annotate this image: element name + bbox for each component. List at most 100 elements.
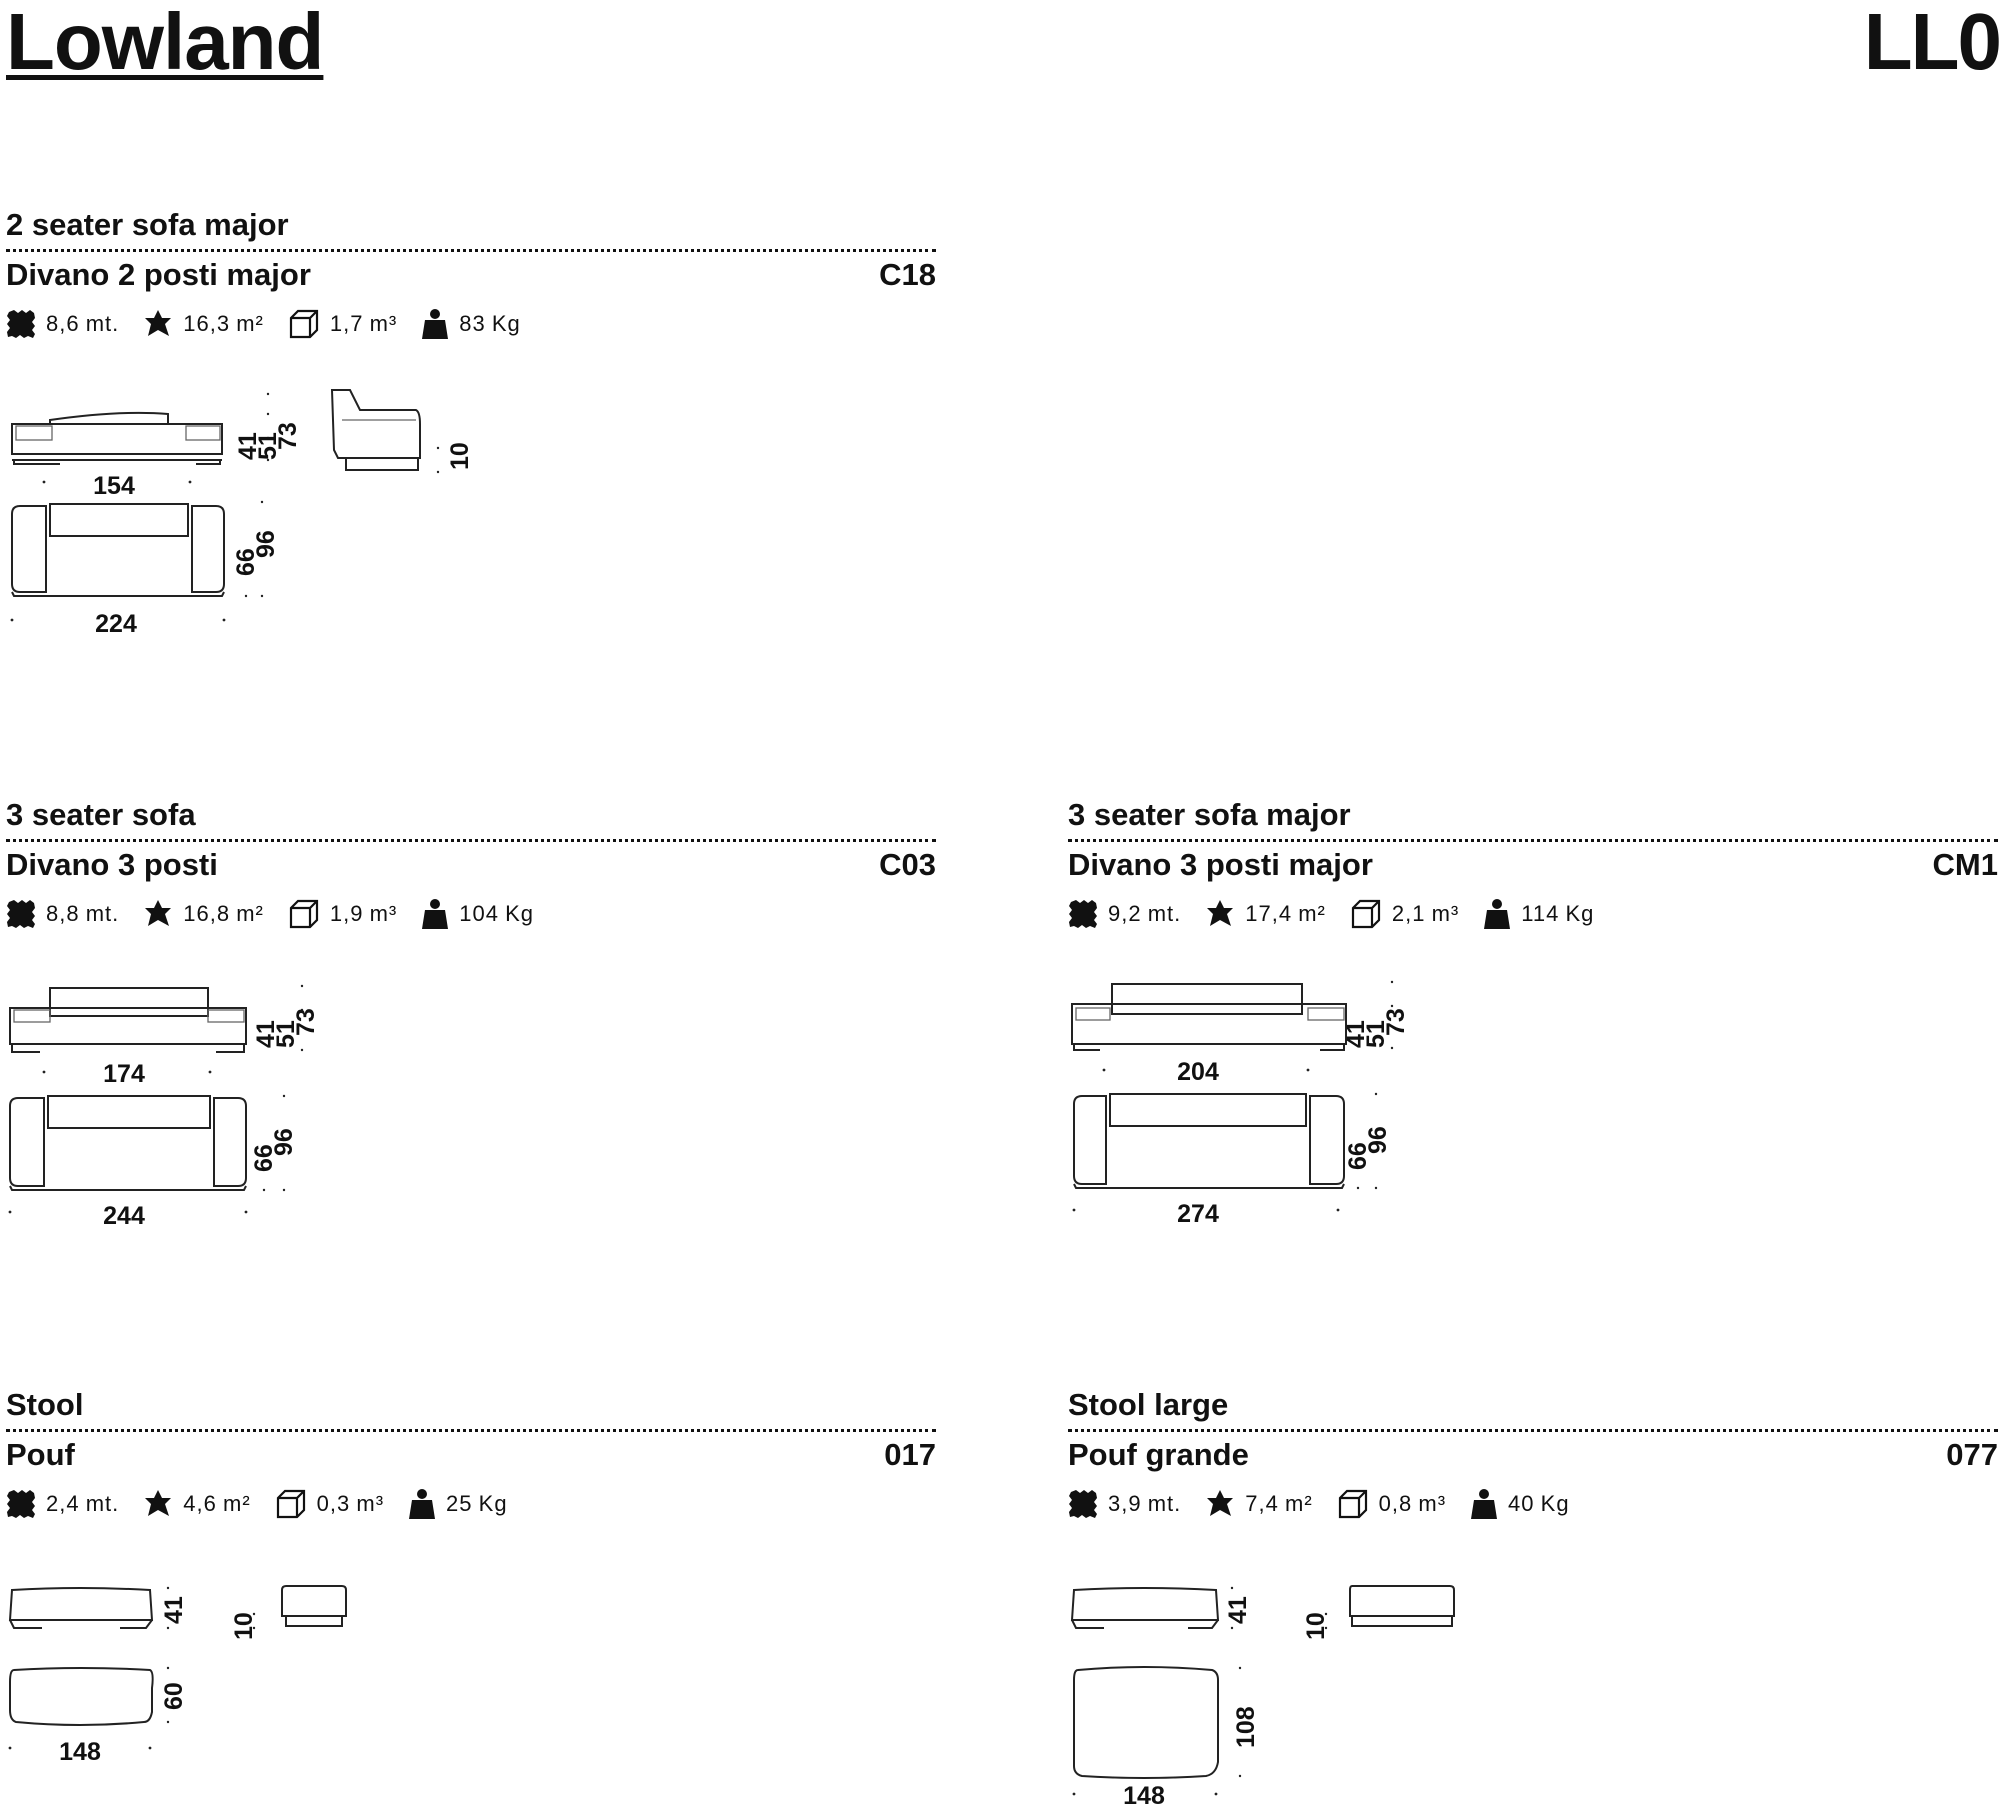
fabric-icon — [1069, 1490, 1097, 1518]
spec-fabric: 8,8 mt. — [6, 899, 119, 929]
product-code: C18 — [879, 257, 936, 292]
dim-back-height: 73 — [1382, 1008, 1410, 1036]
section-title-en: Stool large — [1068, 1387, 1229, 1422]
section-title-it: Divano 3 posti major — [1068, 847, 1373, 882]
section-title-en: Stool — [6, 1387, 84, 1422]
brand-title: Lowland — [6, 0, 324, 86]
leather-icon — [145, 310, 172, 336]
front-view: 154 41 51 73 — [11, 392, 302, 500]
spec-leather: 16,3 m² — [143, 309, 264, 339]
spec-row: 9,2 mt. 17,4 m² 2,1 m³ 114 Kg — [1068, 888, 1998, 940]
side-view: 10 — [330, 389, 474, 474]
dim-total-width: 224 — [95, 610, 137, 638]
section-stool-large: Stool large Pouf grande 077 3,9 mt. 7,4 … — [1068, 1385, 1998, 1530]
fabric-icon — [7, 900, 35, 928]
top-view: 148 60 — [8, 1666, 188, 1766]
drawing-stool-large: 41 10 148 108 — [1070, 1585, 1455, 1805]
spec-fabric: 8,6 mt. — [6, 309, 119, 339]
weight-icon — [1484, 899, 1511, 929]
dim-back-height: 73 — [274, 422, 302, 450]
dotted-divider — [6, 249, 936, 252]
section-3-seater-major: 3 seater sofa major Divano 3 posti major… — [1068, 795, 1998, 940]
volume-icon — [276, 1489, 305, 1519]
spec-volume: 1,7 m³ — [288, 308, 397, 340]
section-2-seater-major: 2 seater sofa major Divano 2 posti major… — [6, 205, 936, 350]
dim-seat-depth: 66 — [1344, 1142, 1372, 1170]
section-stool: Stool Pouf 017 2,4 mt. 4,6 m² — [6, 1385, 936, 1530]
dim-arm-height: 51 — [272, 1020, 300, 1048]
section-title-it: Pouf — [6, 1437, 75, 1472]
spec-leather: 16,8 m² — [143, 899, 264, 929]
product-code: C03 — [879, 847, 936, 882]
front-view: 174 41 51 73 — [9, 984, 320, 1088]
fabric-icon — [7, 1490, 35, 1518]
leather-icon — [1207, 900, 1234, 926]
spec-volume: 1,9 m³ — [288, 898, 397, 930]
volume-icon — [1338, 1489, 1367, 1519]
dim-height: 41 — [160, 1596, 188, 1624]
section-title-en: 3 seater sofa major — [1068, 797, 1351, 832]
spec-weight: 40 Kg — [1470, 1488, 1570, 1520]
dim-front-width: 204 — [1177, 1058, 1219, 1086]
dim-depth: 60 — [160, 1682, 188, 1710]
dim-seat-height: 41 — [1342, 1020, 1370, 1048]
side-view: 10 — [230, 1585, 347, 1640]
collection-code: LL0 — [1863, 0, 2000, 86]
section-title-en: 3 seater sofa — [6, 797, 196, 832]
dim-total-width: 274 — [1177, 1200, 1219, 1228]
section-title-it: Divano 2 posti major — [6, 257, 311, 292]
spec-weight: 104 Kg — [421, 898, 534, 930]
dim-total-depth: 96 — [270, 1128, 298, 1156]
dim-back-height: 73 — [292, 1008, 320, 1036]
weight-icon — [422, 899, 449, 929]
section-title-it: Pouf grande — [1068, 1437, 1249, 1472]
spec-row: 8,8 mt. 16,8 m² 1,9 m³ 104 Kg — [6, 888, 936, 940]
spec-row: 3,9 mt. 7,4 m² 0,8 m³ 40 Kg — [1068, 1478, 1998, 1530]
product-code: CM1 — [1932, 847, 1998, 882]
section-title-en: 2 seater sofa major — [6, 207, 289, 242]
dim-total-depth: 96 — [252, 530, 280, 558]
dotted-divider — [1068, 1429, 1998, 1432]
dim-arm-height: 51 — [254, 432, 282, 460]
dim-height: 41 — [1224, 1596, 1252, 1624]
front-view: 41 — [8, 1586, 188, 1630]
drawing-3-seater-major: 204 41 51 73 274 66 96 — [1071, 980, 1410, 1228]
drawing-3-seater: 174 41 51 73 244 66 96 — [8, 984, 320, 1230]
dotted-divider — [6, 839, 936, 842]
top-view: 224 66 96 — [10, 500, 280, 638]
spec-weight: 25 Kg — [408, 1488, 508, 1520]
dim-width: 148 — [59, 1738, 101, 1766]
dim-total-depth: 96 — [1364, 1126, 1392, 1154]
product-code: 077 — [1946, 1437, 1998, 1472]
spec-fabric: 3,9 mt. — [1068, 1489, 1181, 1519]
dim-leg-height: 10 — [1302, 1612, 1330, 1640]
volume-icon — [289, 899, 318, 929]
dim-seat-depth: 66 — [232, 548, 260, 576]
dim-width: 148 — [1123, 1782, 1165, 1805]
front-view: 41 — [1070, 1586, 1252, 1630]
dim-depth: 108 — [1232, 1706, 1260, 1748]
front-view: 204 41 51 73 — [1071, 980, 1410, 1086]
spec-weight: 114 Kg — [1483, 898, 1594, 930]
dim-front-width: 154 — [93, 472, 135, 500]
top-view: 274 66 96 — [1072, 1092, 1392, 1228]
top-view: 148 108 — [1072, 1666, 1260, 1805]
side-view: 10 — [1302, 1585, 1455, 1640]
dim-front-width: 174 — [103, 1060, 145, 1088]
volume-icon — [289, 309, 318, 339]
weight-icon — [409, 1489, 436, 1519]
dotted-divider — [1068, 839, 1998, 842]
spec-leather: 17,4 m² — [1205, 899, 1326, 929]
spec-fabric: 2,4 mt. — [6, 1489, 119, 1519]
dim-seat-depth: 66 — [250, 1144, 278, 1172]
dim-arm-height: 51 — [1362, 1020, 1390, 1048]
spec-volume: 2,1 m³ — [1350, 898, 1459, 930]
leather-icon — [1207, 1490, 1234, 1516]
dotted-divider — [6, 1429, 936, 1432]
drawing-stool: 41 10 148 60 — [8, 1585, 347, 1766]
spec-volume: 0,3 m³ — [275, 1488, 384, 1520]
leather-icon — [145, 1490, 172, 1516]
weight-icon — [1471, 1489, 1498, 1519]
fabric-icon — [7, 310, 35, 338]
spec-row: 2,4 mt. 4,6 m² 0,3 m³ 25 Kg — [6, 1478, 936, 1530]
